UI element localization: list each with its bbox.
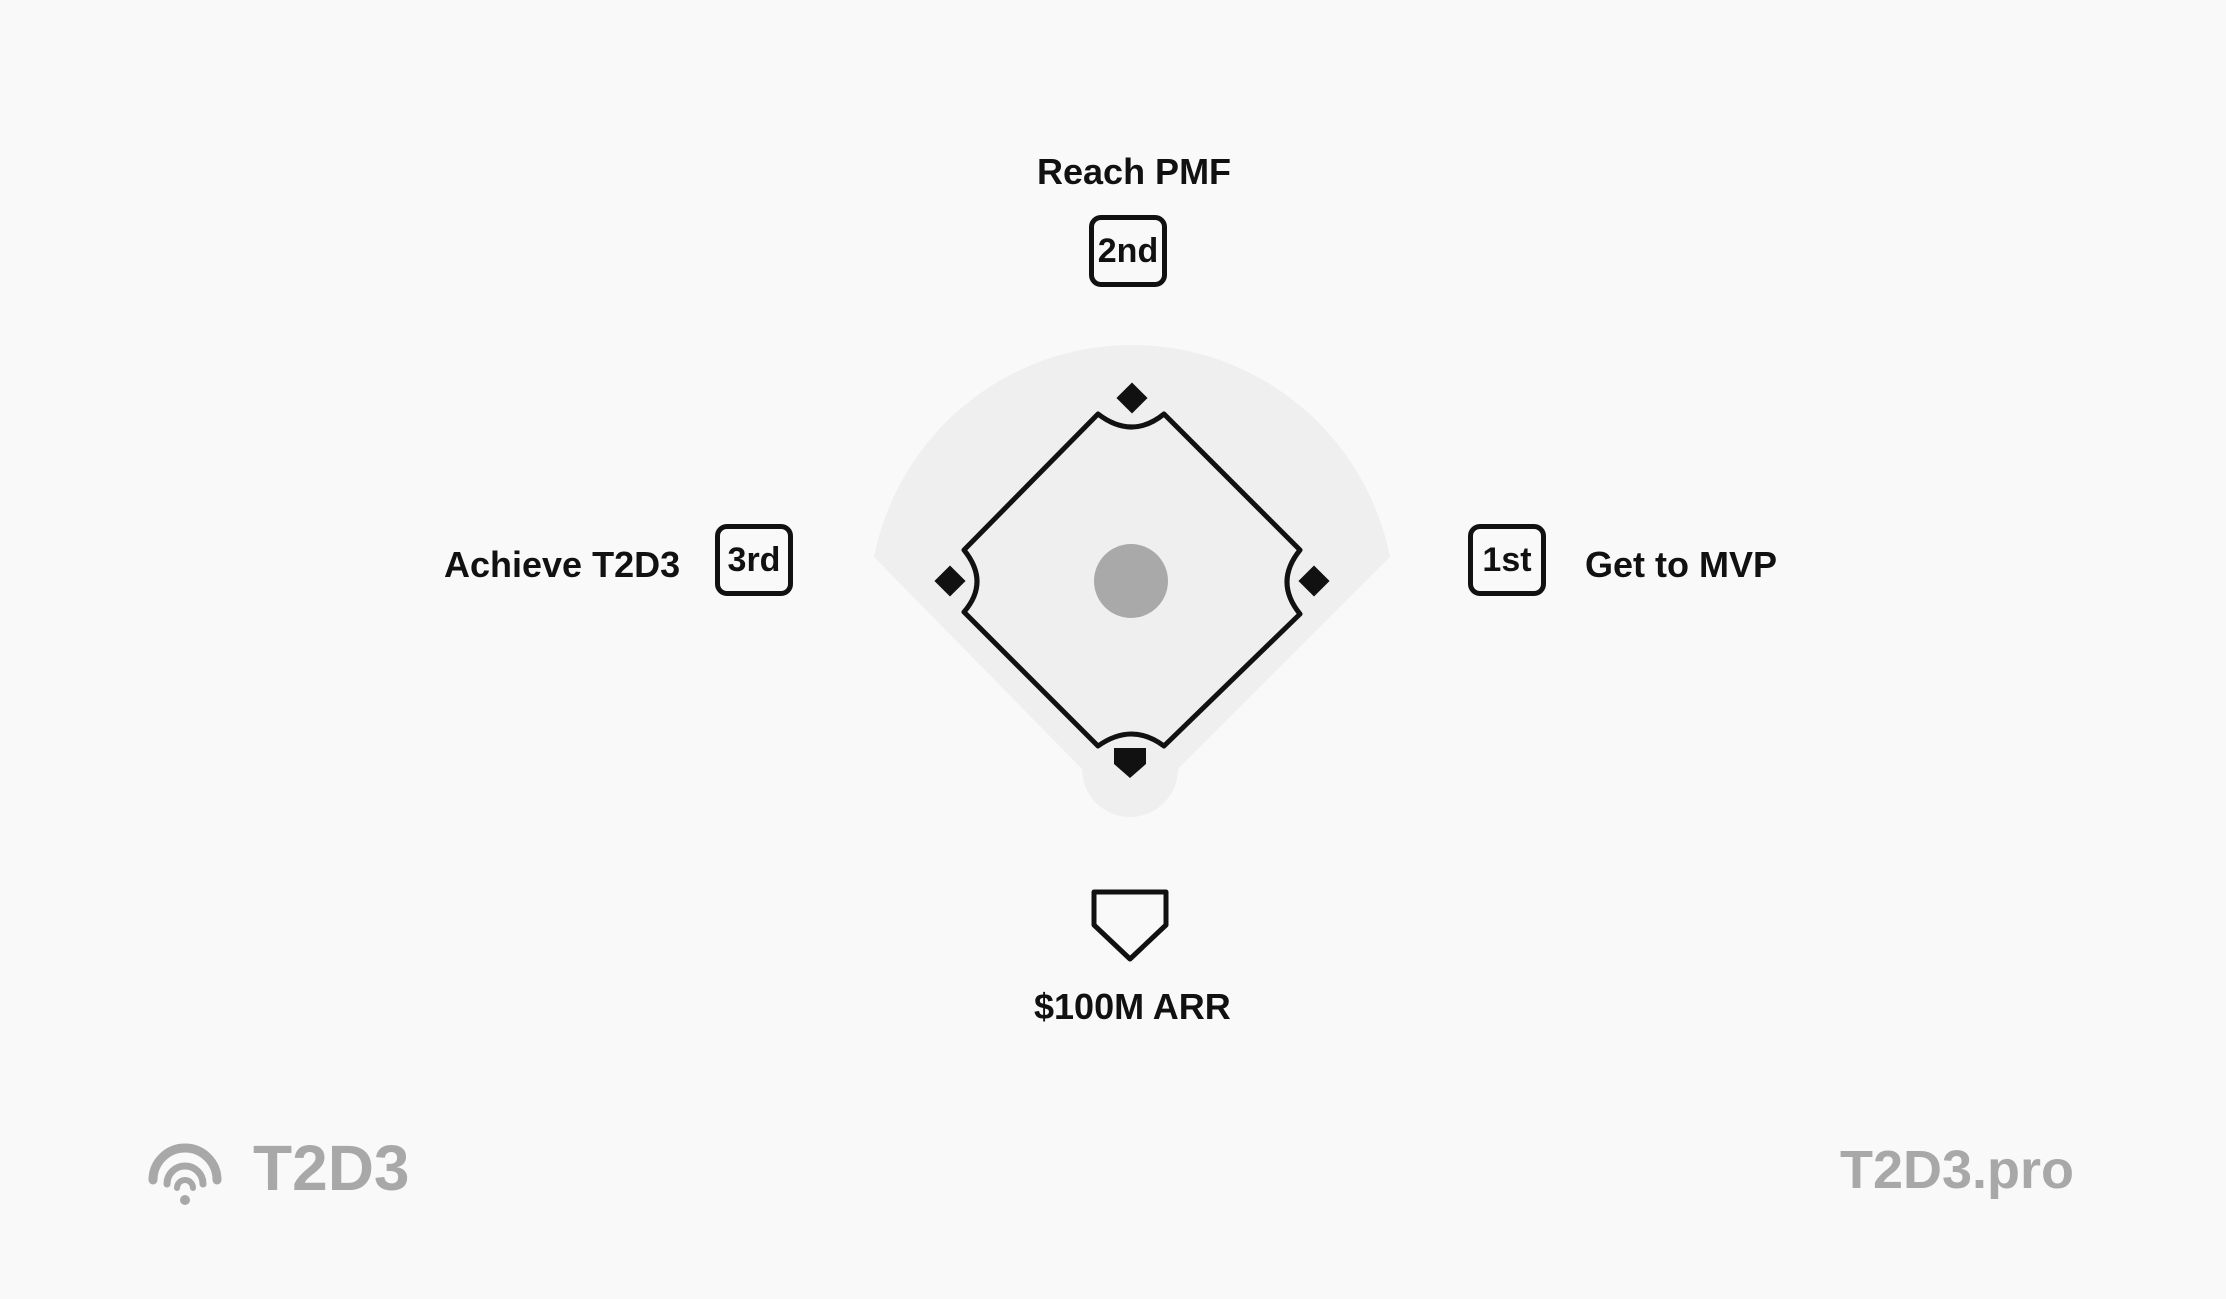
second-base-badge: 2nd (1089, 215, 1167, 287)
first-base-badge: 1st (1468, 524, 1546, 596)
base-paths (961, 411, 1303, 749)
home-plate-label: $100M ARR (1034, 986, 1231, 1027)
third-base-badge: 3rd (715, 524, 793, 596)
home-plate-icon (1091, 889, 1169, 962)
third-base-label: Achieve T2D3 (444, 544, 681, 585)
pitchers-mound (1094, 544, 1168, 618)
second-base-marker (1116, 382, 1148, 414)
signal-arc-icon (148, 1143, 222, 1205)
brand-name: T2D3 (253, 1132, 410, 1204)
second-base-label: Reach PMF (1037, 151, 1232, 192)
home-plate-marker (1114, 748, 1146, 778)
brand-site: T2D3.pro (1840, 1140, 2075, 1200)
first-base-label: Get to MVP (1585, 544, 1778, 585)
